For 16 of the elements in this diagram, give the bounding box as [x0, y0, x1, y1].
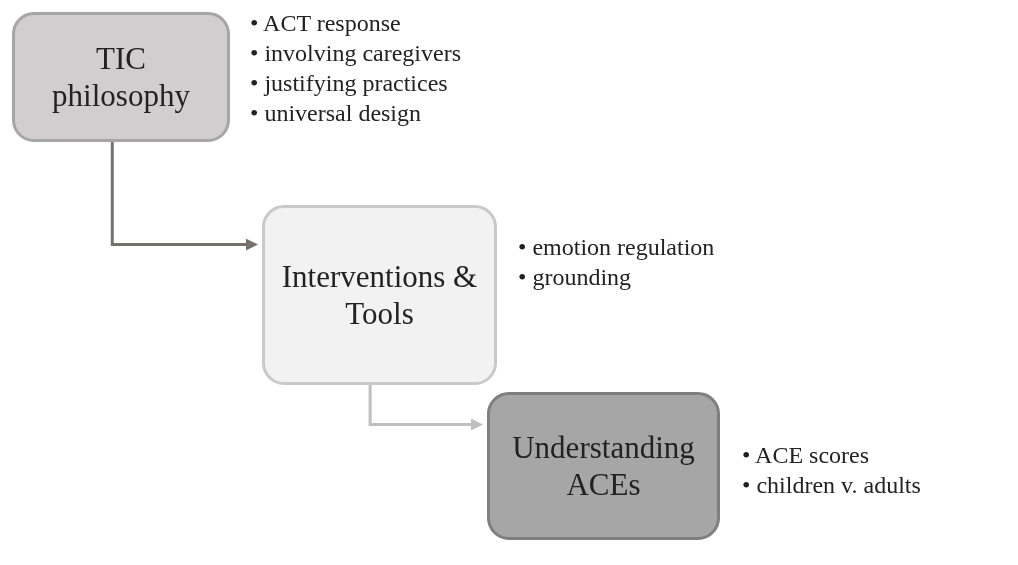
bullet-point: • children v. adults [742, 471, 921, 500]
rounded-box [487, 392, 720, 540]
bullet-point: • grounding [518, 263, 633, 292]
box-title: Understanding ACEs [511, 428, 696, 504]
box-title: Interventions & Tools [280, 257, 479, 333]
block-arrow [368, 385, 483, 431]
bullet-point: • universal design [250, 99, 423, 128]
bullet-point: • ACE scores [742, 441, 871, 470]
bullet-point: • emotion regulation [518, 233, 715, 262]
bullet-point: • involving caregivers [250, 39, 461, 68]
bullet-point: • ACT response [250, 9, 402, 38]
box-title: TIC philosophy [51, 39, 191, 115]
rounded-box [262, 205, 497, 385]
block-arrow [110, 142, 258, 251]
bullet-point: • justifying practices [250, 69, 449, 98]
rounded-box [12, 12, 230, 142]
